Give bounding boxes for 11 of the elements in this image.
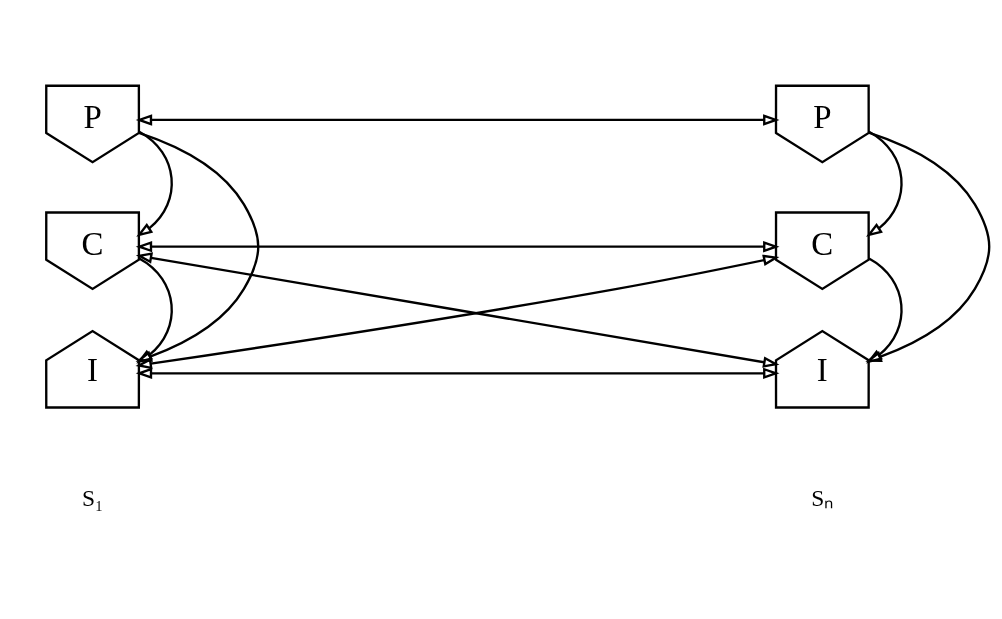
arrow	[866, 256, 903, 364]
arrow	[135, 367, 780, 379]
label: Sₙ	[811, 484, 834, 511]
arrow	[866, 130, 903, 237]
label: S₁	[81, 484, 104, 511]
arrow	[135, 240, 780, 252]
arrow	[865, 130, 991, 362]
arrow	[135, 113, 780, 126]
arrow	[136, 130, 173, 237]
arrow	[136, 256, 173, 364]
arrow	[135, 131, 260, 362]
